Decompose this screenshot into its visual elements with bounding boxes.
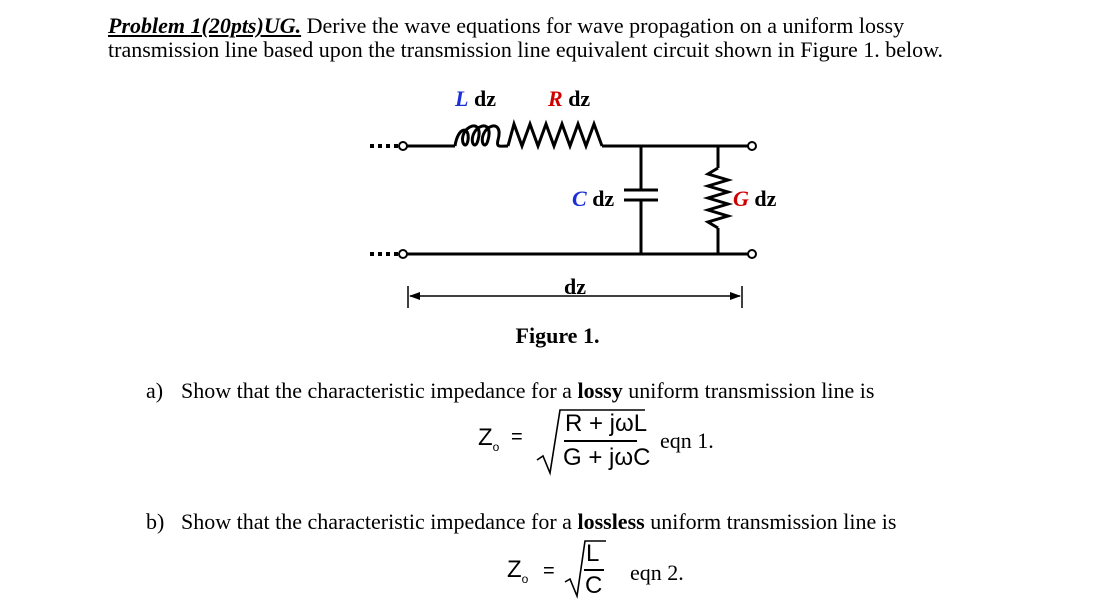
eqn2-equals: = [543, 560, 555, 582]
part-b-bold-word: lossless [577, 509, 645, 534]
problem-statement: Problem 1(20pts)UG. Derive the wave equa… [108, 14, 1098, 62]
eqn1-label: eqn 1. [660, 428, 714, 453]
dim-arrow-right [730, 292, 741, 300]
eqn2-lhs: Zo [507, 556, 529, 586]
length-label: dz [564, 274, 586, 299]
resistor-label: R dz [548, 86, 591, 111]
problem-title: Problem 1(20pts)UG. [108, 13, 302, 38]
eqn1-equals: = [511, 426, 523, 448]
dim-arrow-left [409, 292, 420, 300]
eqn1-denominator: G + jωC [563, 444, 651, 471]
eqn2-label: eqn 2. [630, 560, 684, 585]
top-right-terminal [747, 141, 757, 151]
part-a-text: Show that the characteristic impedance f… [181, 378, 875, 403]
eqn2-denominator: C [585, 572, 603, 599]
part-a-bold-word: lossy [577, 378, 623, 403]
bottom-left-terminal [398, 249, 408, 259]
top-left-terminal [398, 141, 408, 151]
part-b-prefix: b) [146, 509, 165, 534]
radical-eqn2 [564, 540, 606, 600]
inductor-label: L dz [455, 86, 496, 111]
bottom-right-terminal [747, 249, 757, 259]
eqn1-numerator: R + jωL [565, 410, 648, 437]
figure-caption: Figure 1. [515, 323, 600, 348]
part-b-text: Show that the characteristic impedance f… [181, 509, 897, 534]
part-a-prefix: a) [146, 378, 164, 403]
problem-intro-line1: Derive the wave equations for wave propa… [301, 13, 905, 38]
radical-eqn1 [536, 409, 645, 476]
conductance-label: G dz [733, 186, 777, 211]
capacitor-label: C dz [572, 186, 615, 211]
eqn2-numerator: L [586, 540, 600, 567]
inductor-coil [453, 124, 509, 148]
series-resistor [506, 119, 604, 151]
problem-intro-line2: transmission line based upon the transmi… [108, 37, 944, 62]
eqn1-lhs: Zo [478, 424, 500, 454]
shunt-resistor [702, 166, 734, 230]
